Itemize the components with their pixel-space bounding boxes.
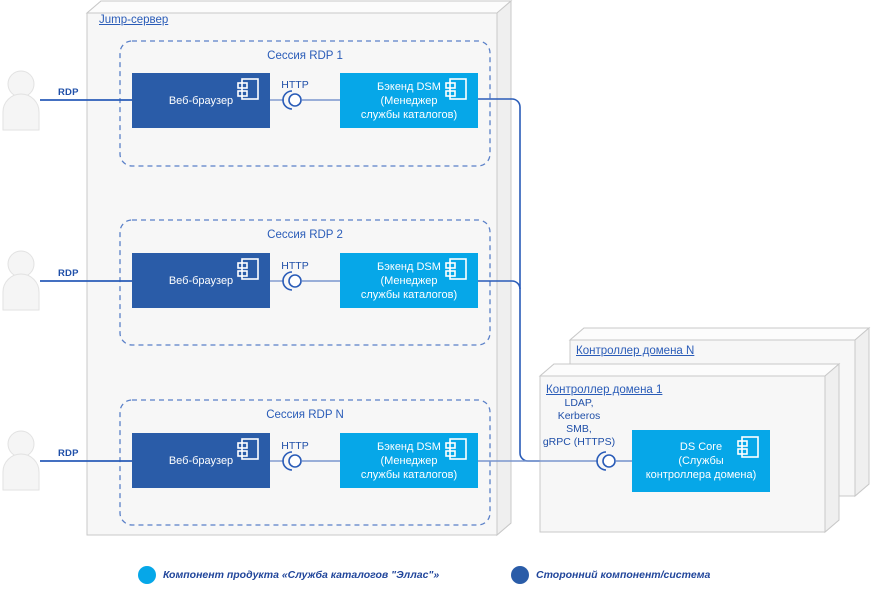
legend-swatch-product xyxy=(138,566,156,584)
http-label-1: HTTP xyxy=(281,79,309,91)
legend-swatch-third-party xyxy=(511,566,529,584)
dc-protocol-smb: SMB, xyxy=(566,423,592,435)
dc-protocols-label: LDAP, Kerberos SMB, gRPC (HTTPS) xyxy=(534,397,624,449)
dsm-backend-box-3[interactable] xyxy=(340,433,478,488)
session-title-1: Сессия RDP 1 xyxy=(267,50,343,62)
dsm-backend-line-3a: Бэкенд DSM xyxy=(377,440,441,453)
ds-core-line-a: DS Core xyxy=(679,441,723,453)
legend-label-product: Компонент продукта «Служба каталогов "Эл… xyxy=(163,569,440,581)
ds-core-line-c: контроллера домена) xyxy=(645,469,757,481)
jump-server-node xyxy=(85,0,513,537)
dsm-backend-line-3c: службы каталогов) xyxy=(360,468,458,481)
session-frame-3 xyxy=(119,399,491,526)
ball-and-socket-icon-dc xyxy=(596,451,616,471)
dc-protocol-ldap: LDAP, xyxy=(564,397,594,409)
dc-protocol-kerberos: Kerberos xyxy=(557,410,601,422)
domain-controller-1-title: Контроллер домена 1 xyxy=(546,384,663,396)
dsm-backend-line-2c: службы каталогов) xyxy=(360,288,458,301)
dsm-backend-line-1c: службы каталогов) xyxy=(360,108,458,121)
dsm-backend-line-1b: (Менеджер xyxy=(380,94,438,107)
web-browser-box-2[interactable] xyxy=(132,253,270,308)
actor-icon-1 xyxy=(2,70,40,131)
web-browser-label-3: Веб-браузер xyxy=(168,454,234,467)
actor-icon-3 xyxy=(2,430,40,491)
legend-label-third-party: Сторонний компонент/система xyxy=(536,569,711,581)
dsm-backend-line-2b: (Менеджер xyxy=(380,274,438,287)
session-frame-1 xyxy=(119,40,491,167)
dsm-backend-label-3: Бэкенд DSM (Менеджер службы каталогов) xyxy=(340,433,478,488)
rdp-label-3: RDP xyxy=(58,448,79,459)
dc-bus-from-session-2 xyxy=(478,280,521,290)
dsm-backend-line-3b: (Менеджер xyxy=(380,454,438,467)
session-title-2: Сессия RDP 2 xyxy=(267,229,343,241)
ball-and-socket-icon-2 xyxy=(282,271,302,291)
dsm-backend-label-2: Бэкенд DSM (Менеджер службы каталогов) xyxy=(340,253,478,308)
dc-protocol-grpc: gRPC (HTTPS) xyxy=(542,436,616,448)
web-browser-label-2: Веб-браузер xyxy=(168,274,234,287)
dsm-backend-label-1: Бэкенд DSM (Менеджер службы каталогов) xyxy=(340,73,478,128)
actor-icon-2 xyxy=(2,250,40,311)
ds-core-line-b: (Службы xyxy=(678,455,724,467)
domain-controller-n-title: Контроллер домена N xyxy=(576,345,695,357)
dsm-backend-line-1a: Бэкенд DSM xyxy=(377,80,441,93)
web-browser-box-3[interactable] xyxy=(132,433,270,488)
dsm-backend-box-2[interactable] xyxy=(340,253,478,308)
rdp-label-2: RDP xyxy=(58,268,79,279)
session-title-3: Сессия RDP N xyxy=(266,409,344,421)
ball-and-socket-icon-1 xyxy=(282,90,302,110)
dsm-backend-line-2a: Бэкенд DSM xyxy=(377,260,441,273)
rdp-label-1: RDP xyxy=(58,87,79,98)
jump-server-title: Jump-сервер xyxy=(99,14,169,26)
dsm-backend-box-1[interactable] xyxy=(340,73,478,128)
http-label-3: HTTP xyxy=(281,440,309,452)
ds-core-label: DS Core (Службы контроллера домена) xyxy=(632,430,770,492)
web-browser-box-1[interactable] xyxy=(132,73,270,128)
web-browser-label-1: Веб-браузер xyxy=(168,94,234,107)
session-frame-2 xyxy=(119,219,491,346)
ball-and-socket-icon-3 xyxy=(282,451,302,471)
http-label-2: HTTP xyxy=(281,260,309,272)
